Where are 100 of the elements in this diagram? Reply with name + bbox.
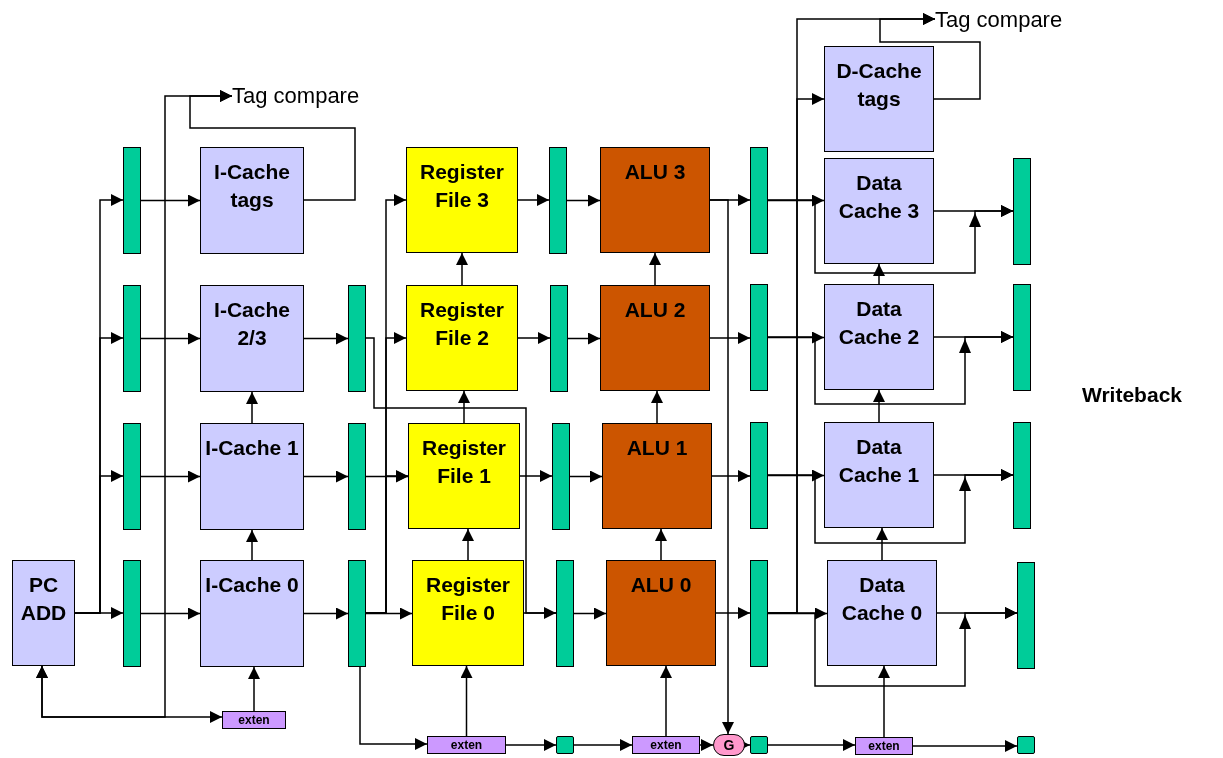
arrow (517, 332, 551, 344)
annotation-label: Tag compare (935, 6, 1063, 34)
block-label: Register File 0 (425, 572, 511, 626)
arrow (715, 607, 751, 619)
cache-block (824, 158, 934, 264)
pipeline-register-bar (348, 560, 366, 667)
block-label: ALU 3 (624, 159, 686, 185)
arrow (303, 332, 349, 345)
block-label: exten (450, 739, 483, 751)
cache-block (200, 285, 304, 392)
arrow (36, 665, 223, 723)
pipeline-register-bar (552, 423, 570, 530)
cache-block (824, 46, 934, 152)
arrow (709, 332, 751, 344)
arrow (767, 739, 856, 751)
arrow (303, 607, 349, 620)
block-label: ALU 1 (626, 435, 688, 461)
arrow (505, 739, 557, 751)
arrow (359, 666, 428, 750)
pipeline-register-bar (1017, 562, 1035, 669)
block-label: I-Cache tags (213, 159, 291, 213)
arrow (246, 391, 258, 424)
arrow (566, 194, 601, 207)
block-label: G (723, 738, 735, 752)
arrow (519, 470, 553, 482)
cache-block (200, 423, 304, 530)
cache-block (824, 422, 934, 528)
block-label: I-Cache 0 (205, 572, 299, 598)
pipeline-register-bar (1013, 158, 1031, 265)
arrow (140, 194, 201, 207)
arrow (873, 389, 885, 423)
pipeline-register (1017, 736, 1035, 754)
arrow (873, 263, 885, 285)
stage-label: Writeback (1082, 382, 1182, 408)
arrow (767, 331, 1014, 405)
arrow (711, 470, 751, 482)
block-label: exten (868, 740, 900, 752)
arrow (699, 739, 714, 751)
pipeline-register (556, 736, 574, 754)
block-label: exten (650, 739, 682, 751)
cache-block (200, 560, 304, 667)
block-label: I-Cache 1 (205, 435, 299, 461)
pc-adder-block (12, 560, 75, 666)
pipeline-register-bar (123, 423, 141, 530)
arrow (140, 470, 201, 483)
block-label: Register File 1 (421, 435, 507, 489)
arrow (456, 252, 468, 286)
arrow (365, 470, 409, 483)
arrow (246, 529, 258, 561)
block-label: ALU 2 (624, 297, 686, 323)
cache-block (200, 147, 304, 254)
block-label: Data Cache 0 (840, 572, 924, 626)
arrow (365, 194, 407, 614)
arrow (878, 665, 890, 738)
arrow (140, 607, 201, 620)
pipeline-register-bar (750, 422, 768, 529)
pipeline-register-bar (1013, 422, 1031, 529)
arrow (523, 607, 557, 619)
extend-block (632, 736, 700, 754)
pipeline-register-bar (550, 285, 568, 392)
arrow (140, 332, 201, 345)
pipeline-register-bar (750, 147, 768, 254)
block-label: ALU 0 (630, 572, 692, 598)
pipeline-register-bar (750, 560, 768, 667)
arrow (517, 194, 550, 206)
register-file-block (412, 560, 524, 666)
block-label: I-Cache 2/3 (213, 297, 291, 351)
block-label: Data Cache 1 (837, 434, 921, 488)
arrow (655, 528, 667, 561)
register-file-block (406, 285, 518, 391)
alu-block (600, 147, 710, 253)
arrow (651, 390, 663, 424)
pipeline-register (750, 736, 768, 754)
arrow (767, 199, 1014, 274)
block-label: Register File 3 (419, 159, 505, 213)
pipeline-register-bar (123, 285, 141, 392)
arrow (462, 528, 474, 561)
pipeline-register-bar (750, 284, 768, 391)
arrow (573, 739, 633, 751)
block-label: Data Cache 3 (837, 170, 921, 224)
pipeline-register-bar (123, 147, 141, 254)
alu-block (602, 423, 712, 529)
arrow (567, 332, 601, 345)
register-file-block (408, 423, 520, 529)
block-label: Register File 2 (419, 297, 505, 351)
annotation-label: Tag compare (232, 82, 360, 110)
arrow (912, 740, 1018, 752)
arrow (767, 469, 1014, 544)
arrow (649, 252, 661, 286)
arrow (767, 607, 1018, 687)
register-file-block (406, 147, 518, 253)
pipeline-register-bar (348, 423, 366, 530)
arrow (248, 666, 260, 712)
arrow (660, 665, 672, 737)
arrow (709, 199, 734, 735)
arrow (573, 607, 607, 620)
arrow (876, 527, 888, 561)
extend-block (222, 711, 286, 729)
arrow (879, 13, 981, 100)
pipeline-register-bar (348, 285, 366, 392)
